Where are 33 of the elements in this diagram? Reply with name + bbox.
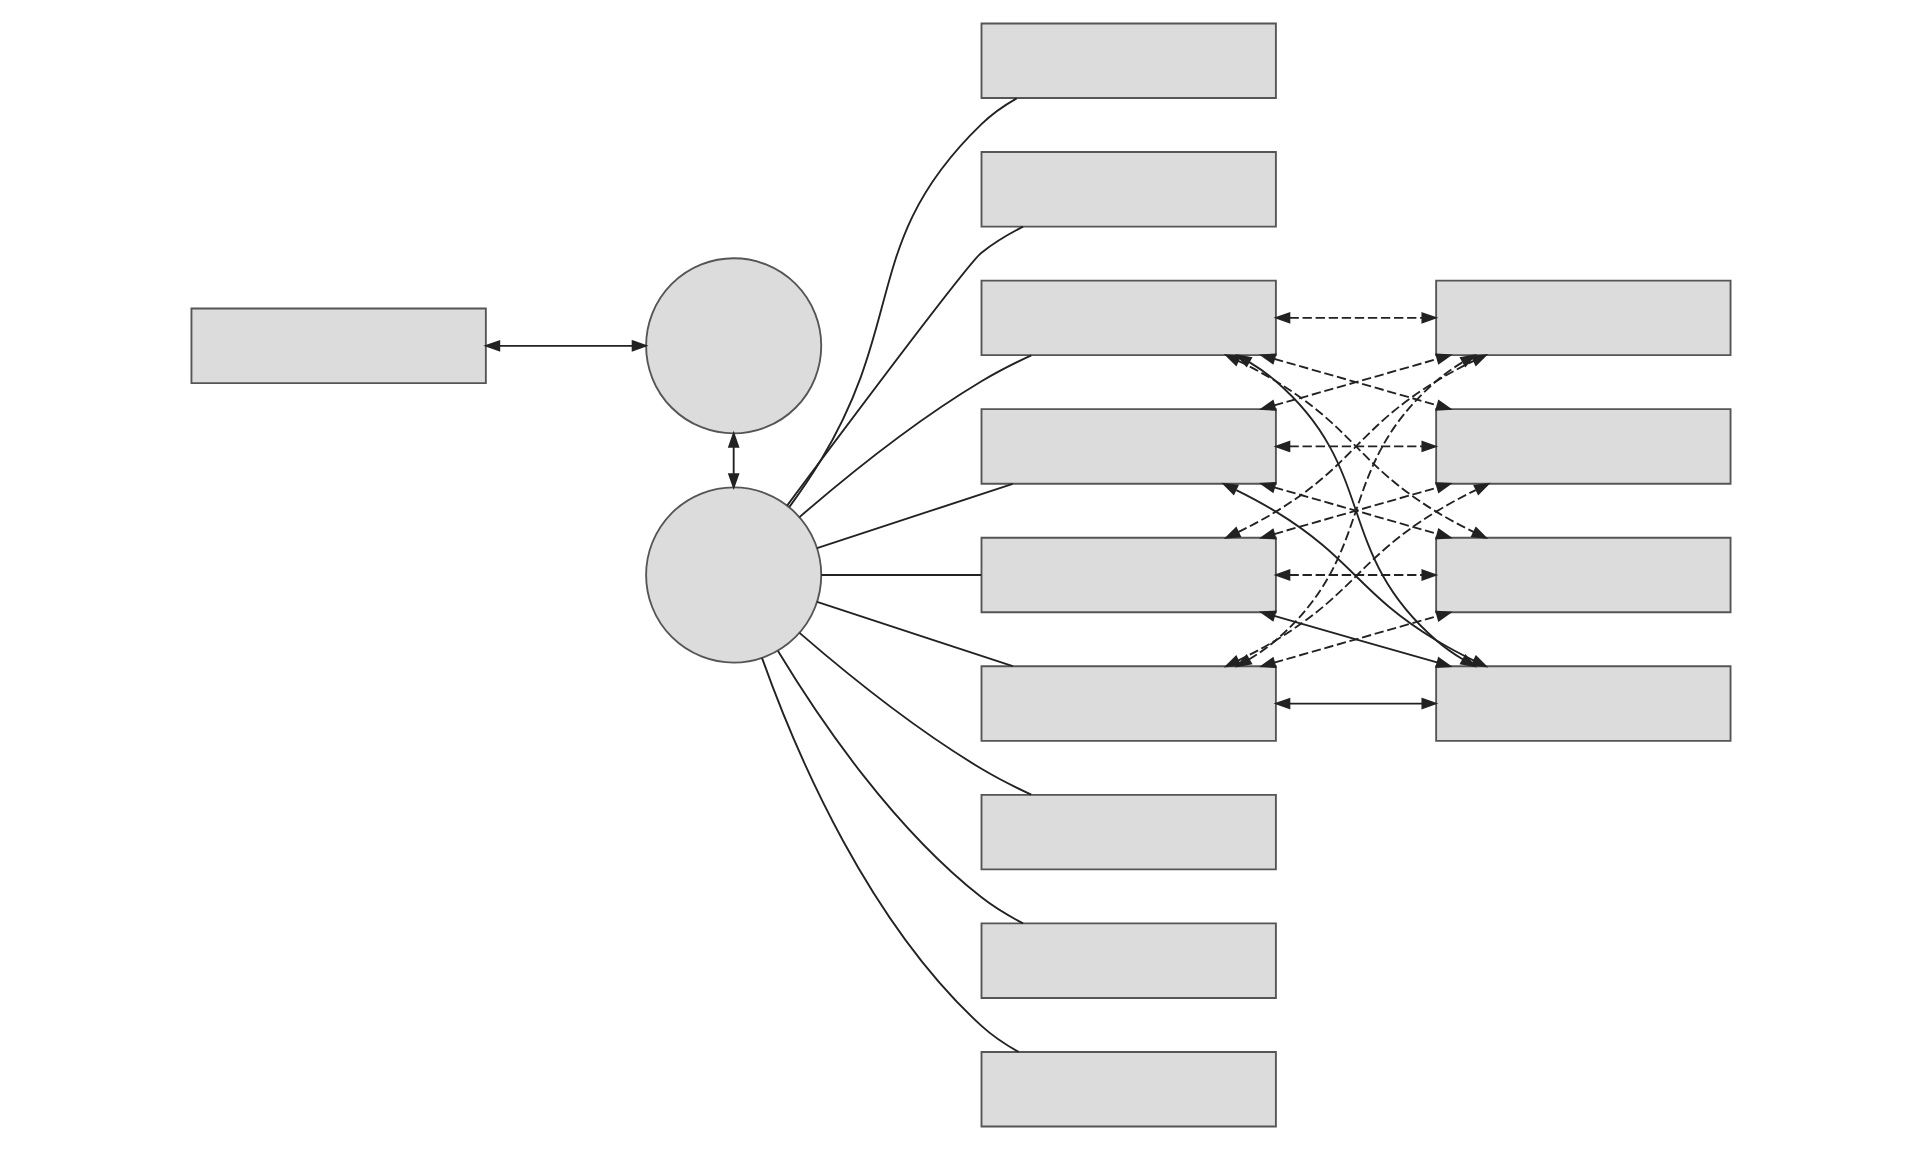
connector — [819, 574, 982, 576]
connector — [797, 632, 1032, 796]
connector — [797, 354, 1032, 518]
node-box — [1434, 408, 1731, 485]
arrow — [1272, 569, 1438, 581]
connector — [815, 483, 1013, 550]
connector — [760, 657, 1019, 1053]
node-box — [979, 536, 1276, 614]
arrow — [1222, 353, 1488, 539]
connector — [787, 97, 1017, 508]
node-box — [1434, 665, 1731, 742]
arrow — [1272, 312, 1438, 324]
node-box — [189, 307, 486, 384]
node-box — [979, 151, 1276, 228]
connector — [815, 600, 1013, 667]
node-box — [979, 793, 1276, 871]
node-box — [979, 1051, 1276, 1128]
node-box — [1434, 536, 1731, 614]
arrow — [726, 430, 739, 491]
arrow — [482, 339, 648, 352]
node-circle — [644, 486, 822, 664]
arrow — [1257, 353, 1452, 411]
node-circle — [644, 257, 822, 435]
connector — [785, 225, 1023, 507]
node-box — [979, 279, 1276, 357]
node-box — [979, 22, 1276, 99]
arrow — [1272, 440, 1438, 453]
node-box — [979, 665, 1276, 742]
node-box — [979, 408, 1276, 485]
node-box — [1434, 279, 1731, 357]
arrow — [1272, 697, 1438, 710]
node-box — [979, 922, 1276, 999]
connector — [776, 650, 1023, 925]
